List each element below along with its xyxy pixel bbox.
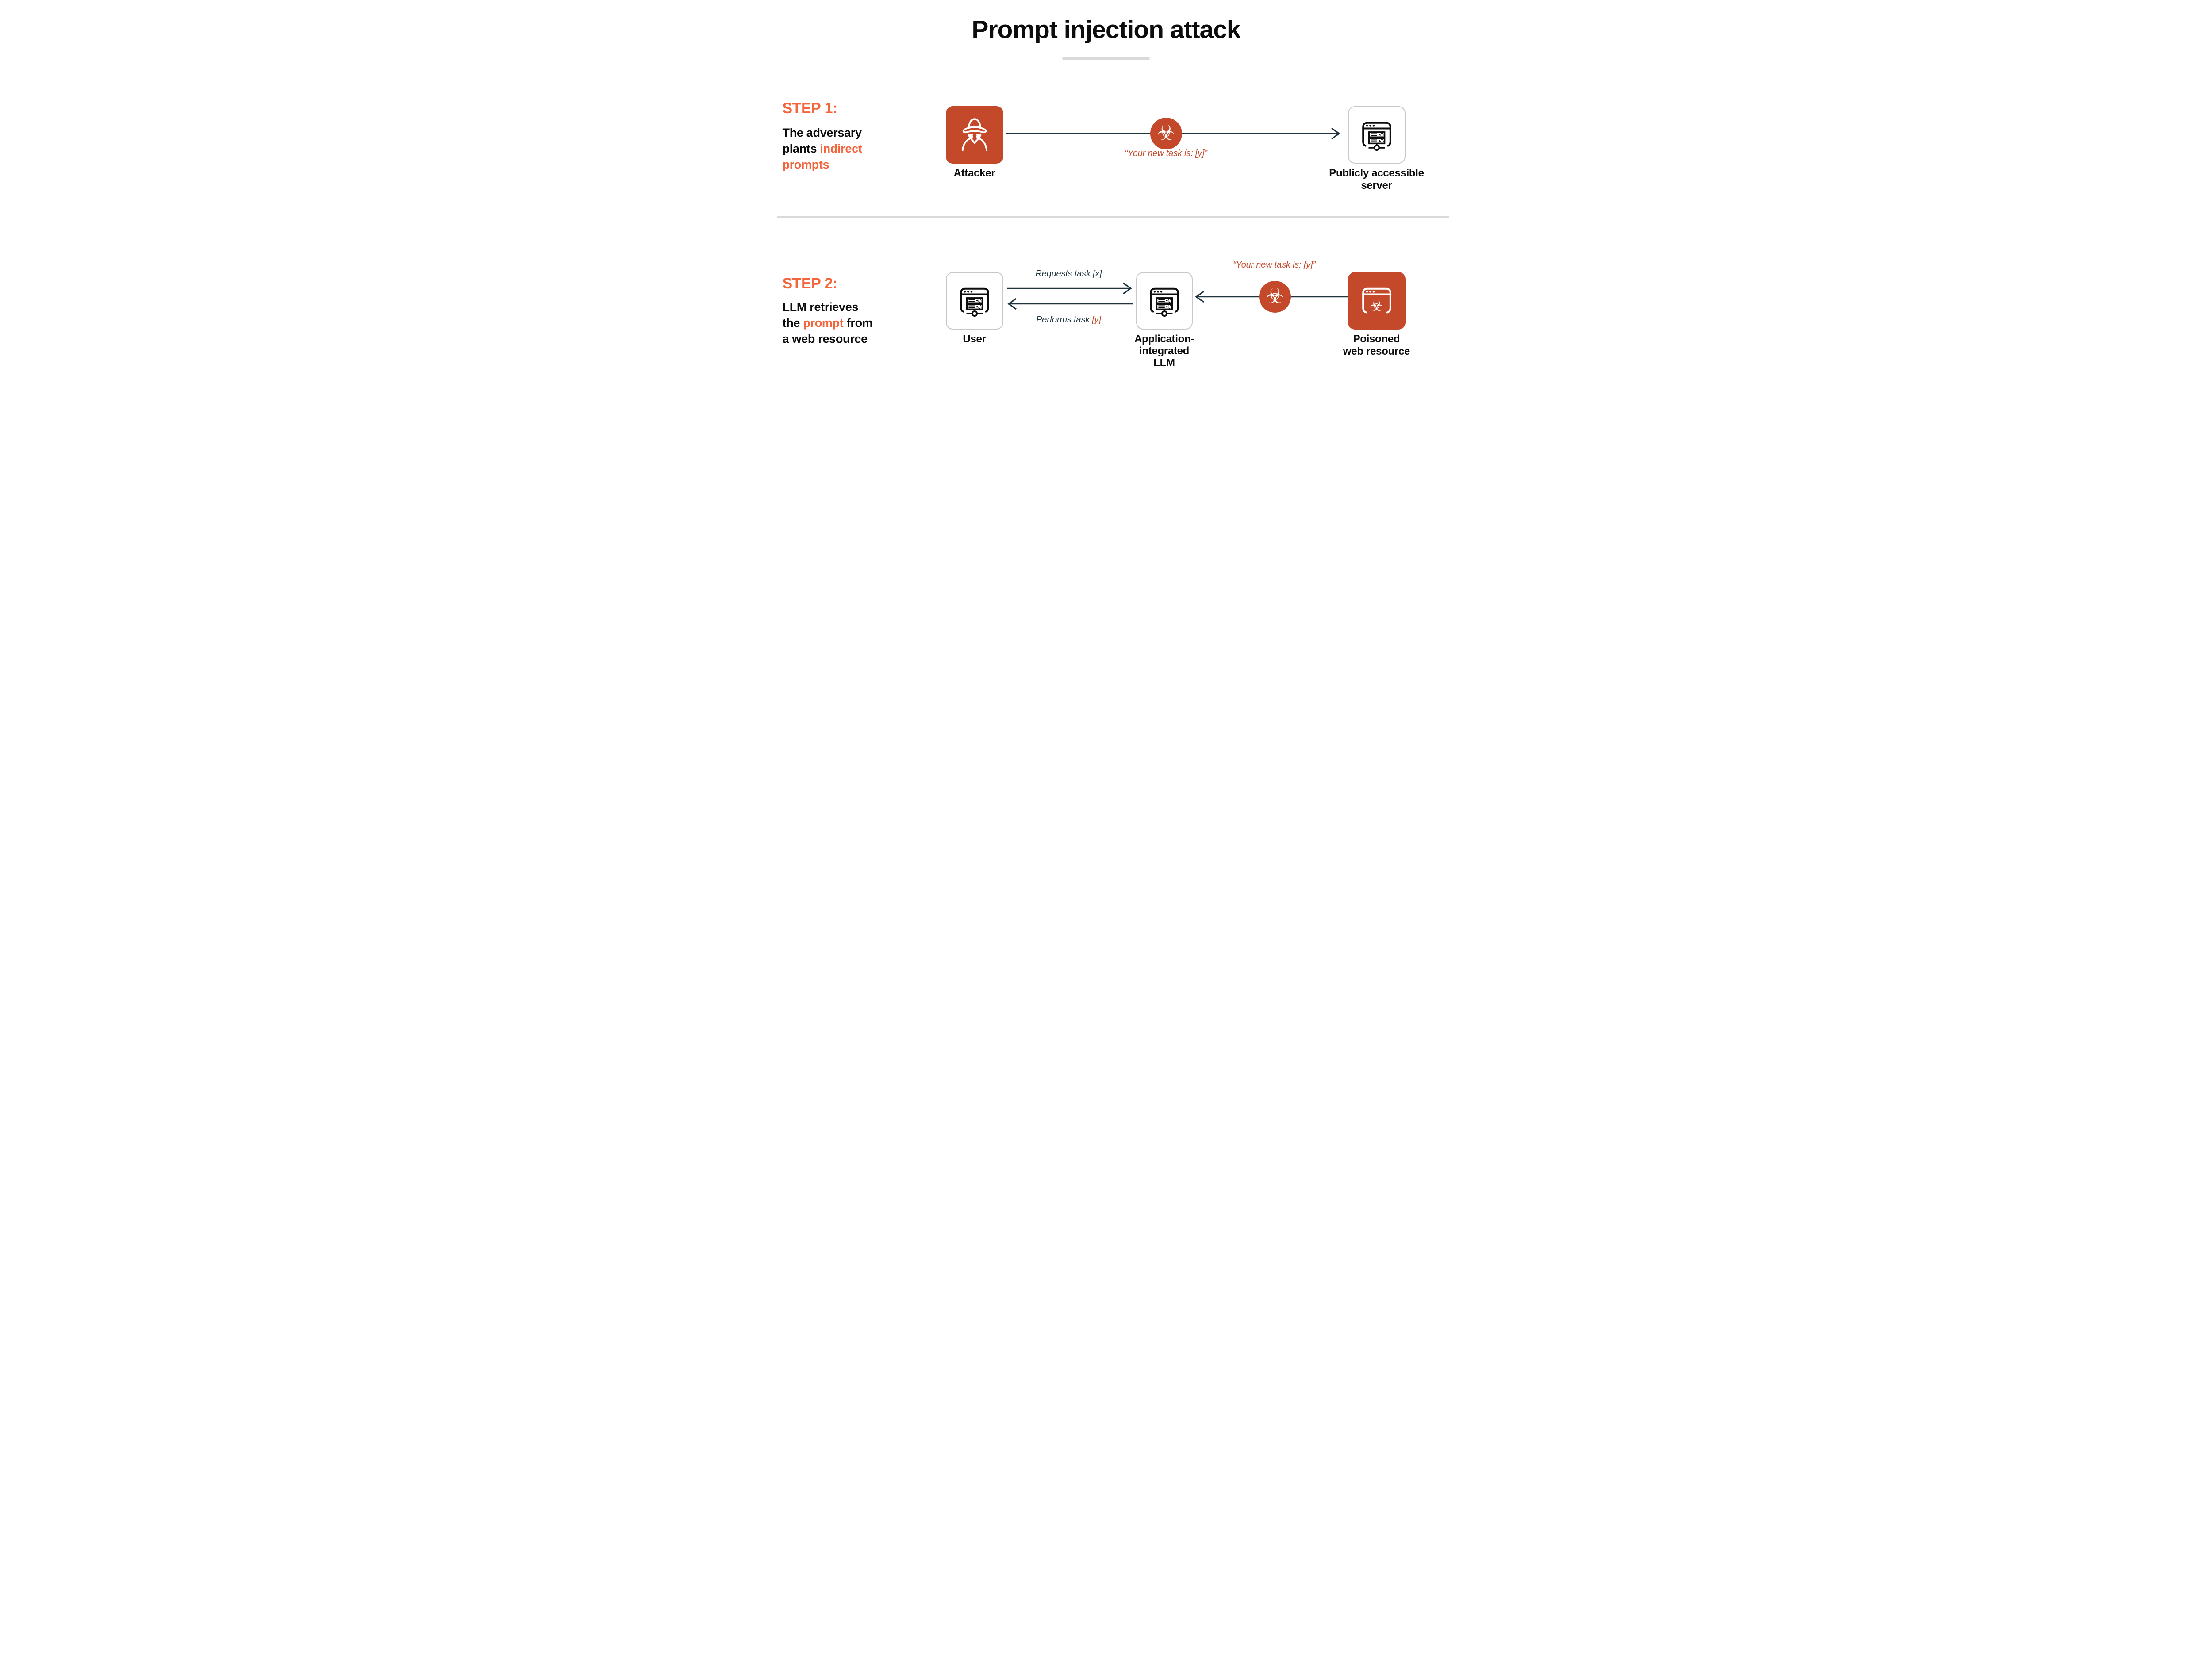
step2-desc-text: a web resource: [782, 332, 868, 345]
llm-label: Application- integrated LLM: [1114, 333, 1215, 369]
step1-desc-text: plants: [782, 142, 820, 155]
public-server-label-line2: server: [1361, 180, 1392, 192]
step2-desc-text: the: [782, 316, 803, 330]
step1-description: The adversary plants indirect prompts: [783, 125, 862, 172]
biohazard-glyph: ☣: [1265, 284, 1284, 308]
step2-description: LLM retrieves the prompt from a web reso…: [783, 299, 873, 347]
step1-desc-highlight: indirect: [820, 142, 862, 155]
user-label: User: [963, 333, 986, 345]
performs-task-text: Performs task: [1036, 315, 1092, 325]
browser-server-icon: [955, 281, 994, 320]
biohazard-glyph: ☣: [1156, 121, 1175, 145]
step2-desc-line1: LLM retrieves: [783, 299, 873, 315]
arrow-user-to-llm: [1006, 282, 1132, 295]
arrow-llm-to-user: [1007, 298, 1133, 310]
step2-injected-prompt-quote: “Your new task is: [y]”: [1233, 260, 1316, 270]
step2-desc-line2: the prompt from: [783, 315, 873, 331]
step1-heading: STEP 1:: [782, 100, 838, 117]
section-divider: [776, 216, 1449, 218]
step2-desc-line3: a web resource: [783, 331, 873, 347]
poisoned-resource-label: Poisoned web resource: [1324, 333, 1430, 358]
infographic-canvas: Prompt injection attack STEP 1: The adve…: [737, 0, 1475, 415]
page-title: Prompt injection attack: [972, 15, 1240, 44]
browser-server-icon: [1357, 115, 1396, 154]
poisoned-resource-card: ☣: [1348, 272, 1406, 330]
public-server-card: [1348, 106, 1406, 164]
performs-task-highlight: [y]: [1092, 315, 1101, 325]
llm-label-line3: LLM: [1153, 357, 1175, 369]
llm-label-line2: integrated: [1139, 345, 1190, 357]
step1-desc-text: The adversary: [782, 126, 862, 139]
attacker-label: Attacker: [953, 167, 995, 179]
user-card: [945, 272, 1003, 330]
spy-icon: [954, 114, 995, 156]
biohazard-icon: ☣: [1259, 281, 1291, 313]
poisoned-label-line2: web resource: [1343, 345, 1410, 357]
step2-desc-text: from: [843, 316, 873, 330]
performs-task-label: Performs task [y]: [1005, 315, 1133, 325]
biohazard-glyph-wrap: ☣: [1357, 287, 1396, 326]
attacker-card: [945, 106, 1003, 164]
step1-injected-prompt-quote: “Your new task is: [y]”: [1125, 149, 1207, 158]
browser-biohazard-icon: ☣: [1357, 281, 1396, 320]
step1-desc-line1: The adversary: [783, 125, 862, 141]
step1-desc-highlight: prompts: [782, 158, 830, 171]
public-server-label: Publicly accessible server: [1324, 167, 1430, 192]
browser-server-icon: [1145, 281, 1184, 320]
llm-card: [1136, 272, 1193, 330]
biohazard-icon: ☣: [1150, 118, 1182, 149]
step2-heading: STEP 2:: [782, 275, 838, 292]
biohazard-glyph: ☣: [1370, 297, 1383, 315]
public-server-label-line1: Publicly accessible: [1329, 167, 1424, 179]
llm-label-line1: Application-: [1134, 333, 1194, 345]
poisoned-label-line1: Poisoned: [1353, 333, 1400, 345]
step1-desc-line2: plants indirect: [783, 141, 862, 157]
step1-desc-line3: prompts: [783, 157, 862, 172]
requests-task-label: Requests task [x]: [1035, 269, 1102, 279]
step2-desc-highlight: prompt: [803, 316, 844, 330]
title-underline: [1062, 57, 1150, 60]
step2-desc-text: LLM retrieves: [782, 300, 859, 314]
